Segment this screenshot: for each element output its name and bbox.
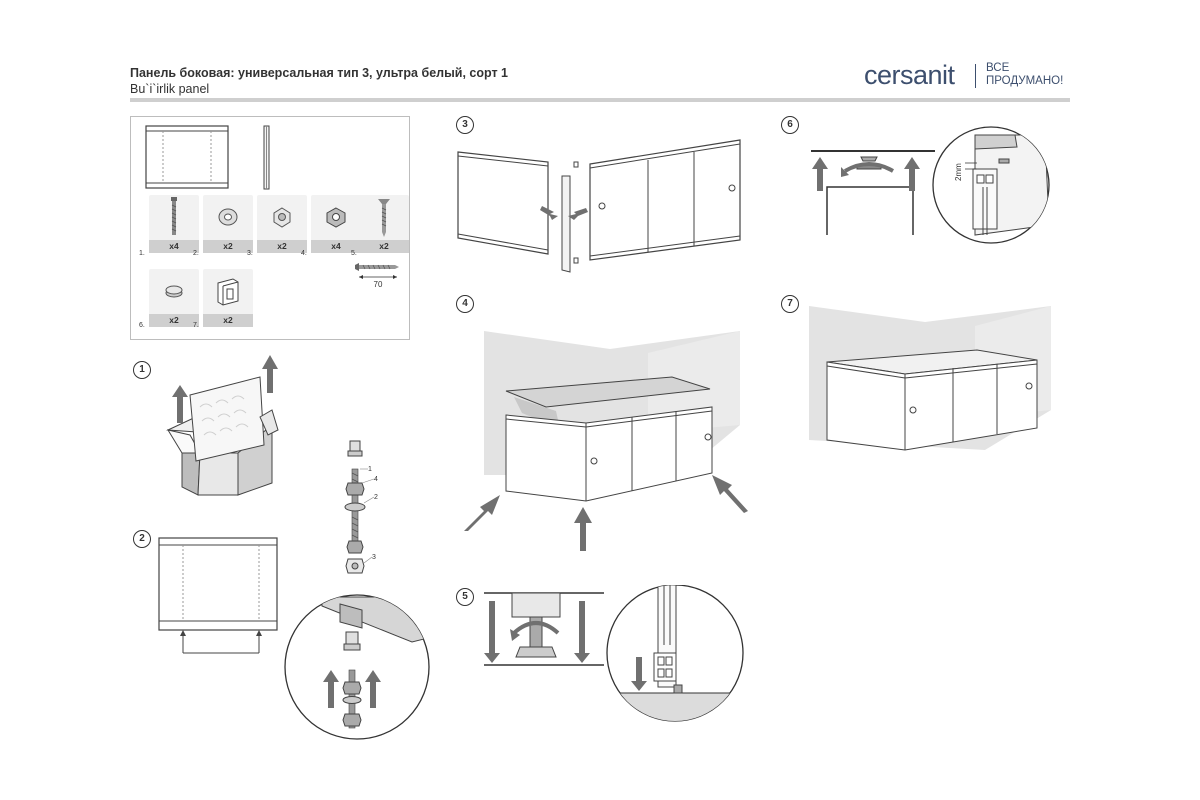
screw-length-diagram: 70 <box>355 263 399 289</box>
part-card-6: x2 <box>149 269 199 327</box>
panel-sheet-icon <box>145 125 229 189</box>
part-number: 4. <box>301 250 307 257</box>
part-card-1: x4 <box>149 195 199 253</box>
step-marker-5: 5 <box>456 588 474 606</box>
bolt-icon <box>171 197 177 235</box>
step4-install-illustration <box>464 331 748 551</box>
callout-1: 1 <box>368 466 372 473</box>
part-card-5: x2 <box>359 195 409 253</box>
part-card-3: x2 <box>257 195 307 253</box>
part-card-4: x4 <box>311 195 361 253</box>
step-marker-7: 7 <box>781 295 799 313</box>
part-number: 6. <box>139 322 145 329</box>
document-subtitle: Bu`i`irlik panel <box>130 82 210 96</box>
parts-box: x4 x2 x2 x4 x2 1. 2. 3. 4. 5. <box>130 116 410 340</box>
part-card-2: x2 <box>203 195 253 253</box>
step7-finished-illustration <box>809 306 1051 451</box>
hex-cap-icon <box>273 207 291 228</box>
step5-height-adjust-illustration <box>484 585 744 722</box>
part-qty: x4 <box>311 240 361 253</box>
part-number: 3. <box>247 250 253 257</box>
washer-icon <box>218 208 238 226</box>
part-number: 2. <box>193 250 199 257</box>
callout-3: 3 <box>372 554 376 561</box>
callout-4: 4 <box>374 476 378 483</box>
part-number: 1. <box>139 250 145 257</box>
step-marker-6: 6 <box>781 116 799 134</box>
step-marker-4: 4 <box>456 295 474 313</box>
step2-panel-drawing <box>158 537 278 654</box>
bracket-clip-icon <box>217 278 239 306</box>
tagline-line2: ПРОДУМАНО! <box>986 75 1064 87</box>
step-marker-1: 1 <box>133 361 151 379</box>
brand-tagline: ВСЕ ПРОДУМАНО! <box>986 62 1063 88</box>
part-number: 7. <box>193 322 199 329</box>
tagline-line1: ВСЕ <box>986 62 1010 74</box>
step-marker-2: 2 <box>133 530 151 548</box>
part-qty: x2 <box>149 314 199 327</box>
logo-separator <box>975 64 976 88</box>
part-qty: x4 <box>149 240 199 253</box>
gap-label: 2mm <box>954 163 963 181</box>
callout-2: 2 <box>374 494 378 501</box>
step-marker-3: 3 <box>456 116 474 134</box>
part-qty: x2 <box>359 240 409 253</box>
part-card-7: x2 <box>203 269 253 327</box>
nut-icon <box>326 207 346 228</box>
step6-top-gap-illustration: 2mm <box>811 126 1050 244</box>
document-title: Панель боковая: универсальная тип 3, уль… <box>130 66 509 80</box>
brand-logo: cersanit <box>864 60 955 90</box>
screw-icon <box>378 199 390 237</box>
part-qty: x2 <box>203 314 253 327</box>
step1-unpack-illustration <box>166 355 279 496</box>
step3-assembly-drawing <box>457 139 741 273</box>
part-number: 5. <box>351 250 357 257</box>
screw-length-label: 70 <box>374 280 383 289</box>
foot-pad-icon <box>165 285 183 298</box>
step2-detail-magnifier <box>284 594 430 740</box>
header-rule <box>130 98 1070 102</box>
profile-bar-icon <box>263 125 270 190</box>
part-qty: x2 <box>257 240 307 253</box>
part-qty: x2 <box>203 240 253 253</box>
hardware-stack-illustration: 1 4 2 3 <box>344 440 378 574</box>
